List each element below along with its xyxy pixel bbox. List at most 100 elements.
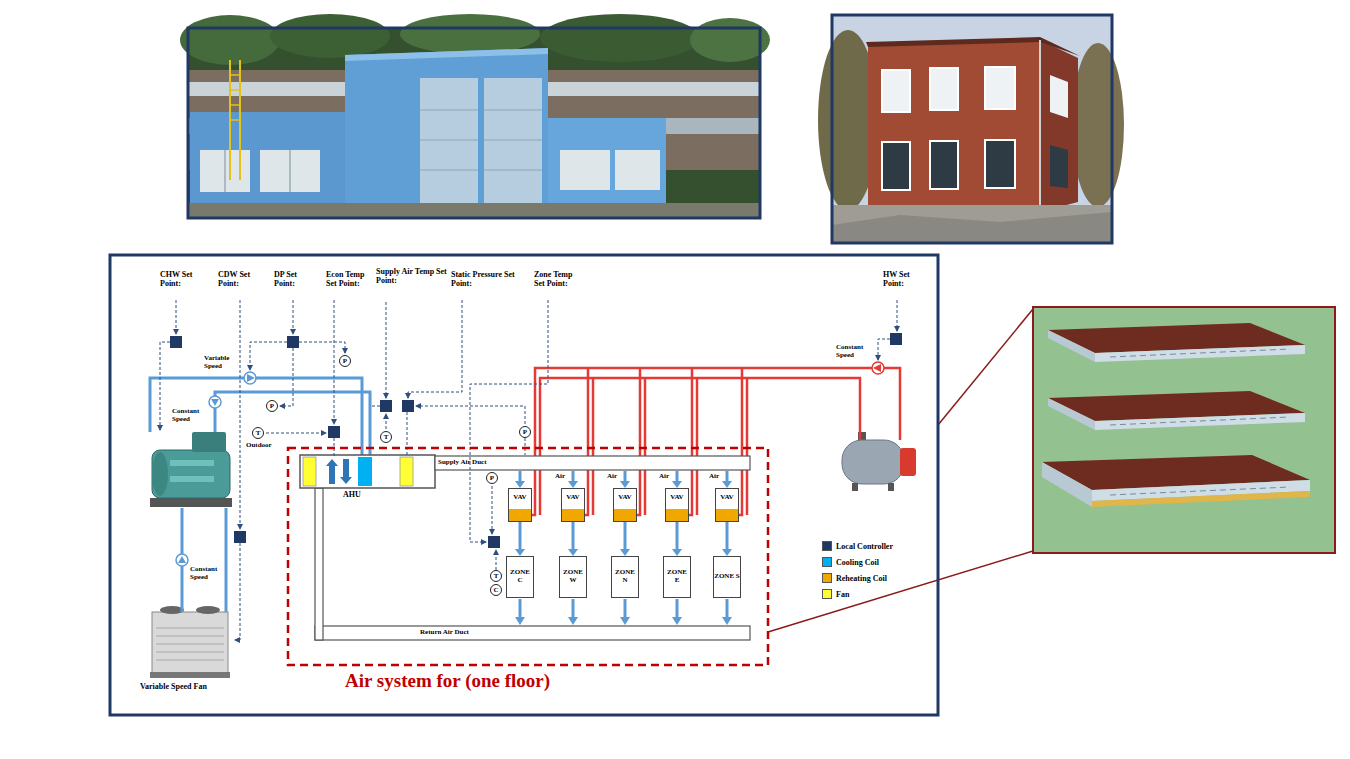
temperature-sensor: T xyxy=(380,431,392,443)
vav-box: VAV xyxy=(508,488,532,522)
air-flow-arrow xyxy=(672,481,682,488)
building-photo xyxy=(188,28,760,218)
node-label: ZONE S xyxy=(714,573,739,581)
node-label: C xyxy=(493,587,498,594)
zone-box: ZONE N xyxy=(611,556,639,598)
legend-text: Local Controller xyxy=(836,542,893,551)
building-photo xyxy=(200,150,250,192)
cooling-tower-illustration xyxy=(156,652,224,653)
arrow-head xyxy=(515,549,525,556)
air-flow-arrow xyxy=(568,481,578,488)
node-label: P xyxy=(270,403,274,410)
node-label: P xyxy=(490,475,494,482)
building-model xyxy=(1033,307,1335,553)
building-photo xyxy=(548,118,666,205)
legend-text: Fan xyxy=(836,590,849,599)
air-flow-arrow xyxy=(672,617,682,625)
building-model xyxy=(1110,417,1290,425)
building-photo xyxy=(540,14,700,62)
air-flow-arrow xyxy=(519,471,522,482)
control-signal-line xyxy=(160,300,897,640)
set-point-label: Supply Air Temp Set Point: xyxy=(376,268,448,286)
building-photo xyxy=(1039,40,1041,212)
node-label: VAV xyxy=(566,494,579,502)
building-photo xyxy=(225,150,226,192)
zoom-line xyxy=(768,551,1033,632)
vav-box: VAV xyxy=(613,488,637,522)
building-model xyxy=(1110,487,1290,495)
building-photo xyxy=(270,14,390,58)
set-point-label: CHW Set Point: xyxy=(160,271,198,289)
air-handling-unit xyxy=(300,455,435,488)
arrow-head xyxy=(568,549,578,556)
pump-symbol xyxy=(247,374,255,382)
air-flow-arrow xyxy=(624,599,627,618)
zone-box: ZONE W xyxy=(559,556,587,598)
control-signal-line xyxy=(470,300,548,542)
air-flow-arrow xyxy=(722,481,732,488)
water-pipe xyxy=(225,508,228,612)
air-flow-arrow xyxy=(676,471,679,482)
hot-water-pipe xyxy=(746,378,749,515)
node-label: ZONE N xyxy=(612,569,638,584)
control-signal-line xyxy=(496,550,497,570)
sensor-label: Outdoor xyxy=(246,442,272,450)
local-controller xyxy=(380,400,392,412)
air-flow-line xyxy=(676,522,679,550)
legend-swatch xyxy=(822,541,832,551)
unit-label: AHU xyxy=(343,491,361,500)
control-signal-line xyxy=(176,300,177,334)
building-photo xyxy=(1050,145,1068,188)
control-signal-line xyxy=(235,543,240,640)
diagram-frame xyxy=(110,255,938,715)
air-handling-unit xyxy=(435,456,750,470)
diagram-frame xyxy=(110,255,938,715)
air-label: Air xyxy=(607,473,617,481)
hot-water-pipe xyxy=(689,368,692,515)
water-pipe xyxy=(215,392,370,456)
pressure-sensor: P xyxy=(519,426,531,438)
building-photo xyxy=(1050,75,1068,118)
air-flow-arrow xyxy=(515,471,732,625)
building-photo xyxy=(985,140,1015,188)
air-label: Air xyxy=(659,473,669,481)
building-model xyxy=(1092,491,1310,507)
building-photo xyxy=(832,15,1112,243)
duct-label: Supply Air Duct xyxy=(438,459,487,467)
pump-symbol xyxy=(176,372,256,566)
air-system-boundary xyxy=(288,448,768,665)
duct-label: Return Air Duct xyxy=(420,629,469,637)
building-photo xyxy=(260,150,320,192)
building-photo xyxy=(832,15,1112,243)
control-signal-line xyxy=(897,300,898,331)
building-photo xyxy=(484,140,542,141)
node-label: ZONE C xyxy=(507,569,533,584)
hot-water-pipe xyxy=(585,368,588,515)
pump-symbol xyxy=(209,396,221,408)
building-photo xyxy=(985,67,1015,109)
air-handling-unit xyxy=(400,457,413,486)
set-point-label: Econ Temp Set Point: xyxy=(326,271,374,289)
temperature-sensor: T xyxy=(252,427,264,439)
air-flow-arrow xyxy=(726,471,729,482)
control-signal-line xyxy=(525,438,526,455)
air-flow-line xyxy=(519,522,522,550)
building-photo xyxy=(1072,43,1124,207)
hot-water-pipe xyxy=(739,368,742,515)
building-photo xyxy=(484,110,542,111)
control-signal-line xyxy=(492,486,493,534)
legend-text: Reheating Coil xyxy=(836,574,887,583)
pump-symbol xyxy=(873,364,881,372)
hot-water-pipe xyxy=(696,378,699,515)
building-photo xyxy=(484,78,542,205)
node-label: P xyxy=(343,358,347,365)
building-photo xyxy=(420,170,478,171)
control-signal-line xyxy=(334,300,335,424)
legend-swatch xyxy=(822,589,832,599)
set-point-label: CDW Set Point: xyxy=(218,271,256,289)
local-controller xyxy=(402,400,414,412)
control-signal-line xyxy=(386,302,387,398)
pump-symbol xyxy=(178,556,186,563)
